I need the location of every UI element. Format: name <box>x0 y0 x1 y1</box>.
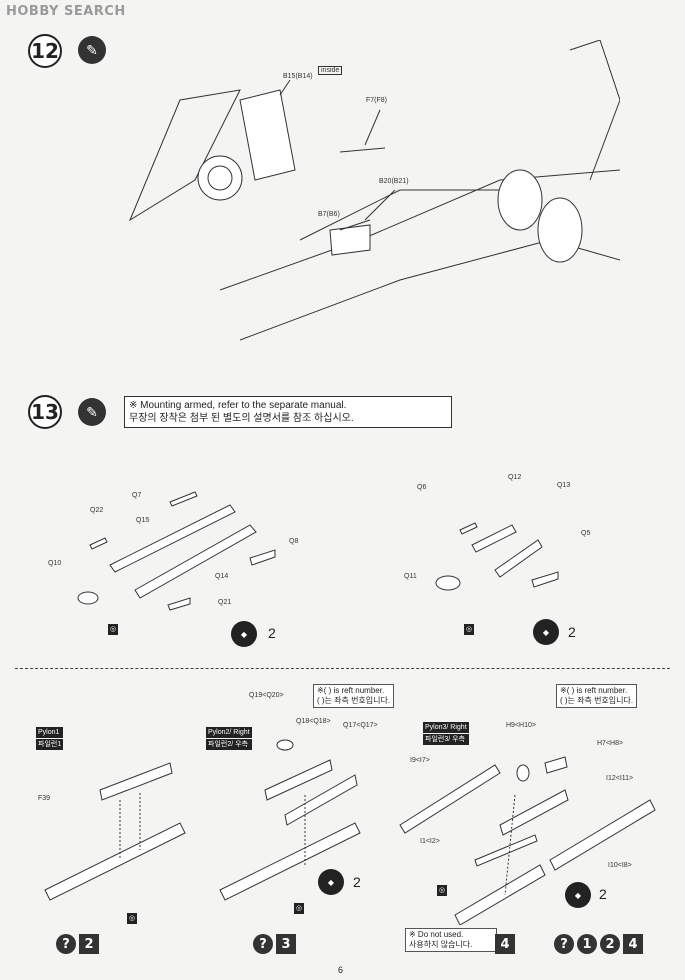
part-label-b7: B7(B6) <box>318 211 340 218</box>
part-label-q17: Q17<Q17> <box>343 722 378 729</box>
part-label-i12: I12<I11> <box>606 775 634 782</box>
step-12-drawing <box>128 40 620 341</box>
part-label-f39: F39 <box>38 795 51 802</box>
part-label-q8: Q8 <box>289 538 299 545</box>
ref-note-left: ※( ) is reft number. ( )는 좌측 번호입니다. <box>313 684 395 708</box>
part-label-f7: F7(F8) <box>366 97 387 104</box>
ref-step-icon: ? <box>554 934 574 954</box>
glue-pen-icon: ✎ <box>78 398 106 426</box>
decal-marker-icon: ◎ <box>294 903 305 914</box>
part-label-q12: Q12 <box>508 474 522 481</box>
part-label-q7: Q7 <box>132 492 142 499</box>
pylon3-drawing <box>399 756 656 925</box>
part-label-i10: I10<I8> <box>608 862 632 869</box>
part-label-q21: Q21 <box>218 599 232 606</box>
pylon1-title: Pylon1 <box>36 727 64 738</box>
repeat-count-icon: ◆ <box>533 619 559 645</box>
ref-steps-mid: ? 3 <box>253 934 296 954</box>
ref-note-line2: ( )는 좌측 번호입니다. <box>560 696 634 705</box>
section-divider <box>15 668 670 669</box>
ref-note-line2: ( )는 좌측 번호입니다. <box>317 696 391 705</box>
ref-step-number: 1 <box>577 934 597 954</box>
part-label-i1: I1<I2> <box>420 838 440 845</box>
pylon3-korean: 파일런3/ 우측 <box>423 734 469 745</box>
ref-steps-left: ? 2 <box>56 934 99 954</box>
inside-label: inside <box>318 66 343 75</box>
step-13-note: ※ Mounting armed, refer to the separate … <box>124 396 452 428</box>
pylon2-korean: 파일런2/ 우측 <box>206 739 252 750</box>
pylon3-heading: Pylon3/ Right 파일런3/ 우측 <box>423 722 469 745</box>
not-used-korean: 사용하지 않습니다. <box>409 940 473 949</box>
ref-step-icon: ? <box>56 934 76 954</box>
hobby-search-watermark: HOBBY SEARCH <box>6 4 126 19</box>
step-13-number: 13 <box>28 395 62 429</box>
note-korean: 무장의 장착은 첨부 된 별도의 설명서를 참조 하십시오. <box>129 413 354 424</box>
not-used-english: ※ Do not used. <box>409 930 464 939</box>
pylon1-drawing <box>44 762 186 901</box>
part-label-q14: Q14 <box>215 573 229 580</box>
ref-note-line1: ※( ) is reft number. <box>317 686 385 695</box>
part-label-h9: H9<H10> <box>506 722 536 729</box>
not-used-note: ※ Do not used. 사용하지 않습니다. <box>405 928 497 952</box>
note-english: ※ Mounting armed, refer to the separate … <box>129 400 347 411</box>
step-12-number: 12 <box>28 34 62 68</box>
part-label-b20: B20(B21) <box>379 178 409 185</box>
repeat-count-pylon3: 2 <box>599 886 607 902</box>
pylon1-heading: Pylon1 파일런1 <box>36 727 64 750</box>
part-label-b15: B15(B14) <box>283 73 313 80</box>
pylon3-title: Pylon3/ Right <box>423 722 469 733</box>
ref-note-line1: ※( ) is reft number. <box>560 686 628 695</box>
repeat-count-icon: ◆ <box>318 869 344 895</box>
repeat-count-pylon2: 2 <box>353 874 361 890</box>
ref-step-number: 2 <box>79 934 99 954</box>
page-number: 6 <box>338 965 344 975</box>
ref-step-number: 2 <box>600 934 620 954</box>
decal-marker-icon: ◎ <box>464 624 475 635</box>
part-label-q5: Q5 <box>581 530 591 537</box>
pylon1-korean: 파일런1 <box>36 739 64 750</box>
part-label-q15: Q15 <box>136 517 150 524</box>
repeat-count-icon: ◆ <box>565 882 591 908</box>
ref-step-icon: ? <box>253 934 273 954</box>
part-label-q18: Q18<Q18> <box>296 718 331 725</box>
repeat-count-left: 2 <box>268 625 276 641</box>
part-label-q11: Q11 <box>404 573 417 580</box>
step-13-right-drawing <box>435 522 559 591</box>
decal-marker-icon: ◎ <box>108 624 119 635</box>
decal-marker-icon: ◎ <box>127 913 138 924</box>
part-label-i9: I9<I7> <box>410 757 430 764</box>
part-label-q10: Q10 <box>48 560 62 567</box>
part-label-q22: Q22 <box>90 507 104 514</box>
ref-steps-right: ? 1 2 4 <box>554 934 643 954</box>
ref-note-right: ※( ) is reft number. ( )는 좌측 번호입니다. <box>556 684 638 708</box>
repeat-count-right: 2 <box>568 624 576 640</box>
ref-step-number: 4 <box>623 934 643 954</box>
pylon2-drawing <box>219 739 361 901</box>
step-13-left-drawing <box>77 491 276 611</box>
pylon2-heading: Pylon2/ Right 파일런2/ 우측 <box>206 727 252 750</box>
ref-step-number: 3 <box>276 934 296 954</box>
decal-marker-icon: ◎ <box>437 885 448 896</box>
pylon2-title: Pylon2/ Right <box>206 727 252 738</box>
part-label-q13: Q13 <box>557 482 571 489</box>
part-label-q19: Q19<Q20> <box>249 692 284 699</box>
repeat-count-icon: ◆ <box>231 621 257 647</box>
glue-pen-icon: ✎ <box>78 36 106 64</box>
part-label-h7: H7<H8> <box>597 740 624 747</box>
not-used-step-number: 4 <box>495 934 515 954</box>
part-label-q6: Q6 <box>417 484 427 491</box>
